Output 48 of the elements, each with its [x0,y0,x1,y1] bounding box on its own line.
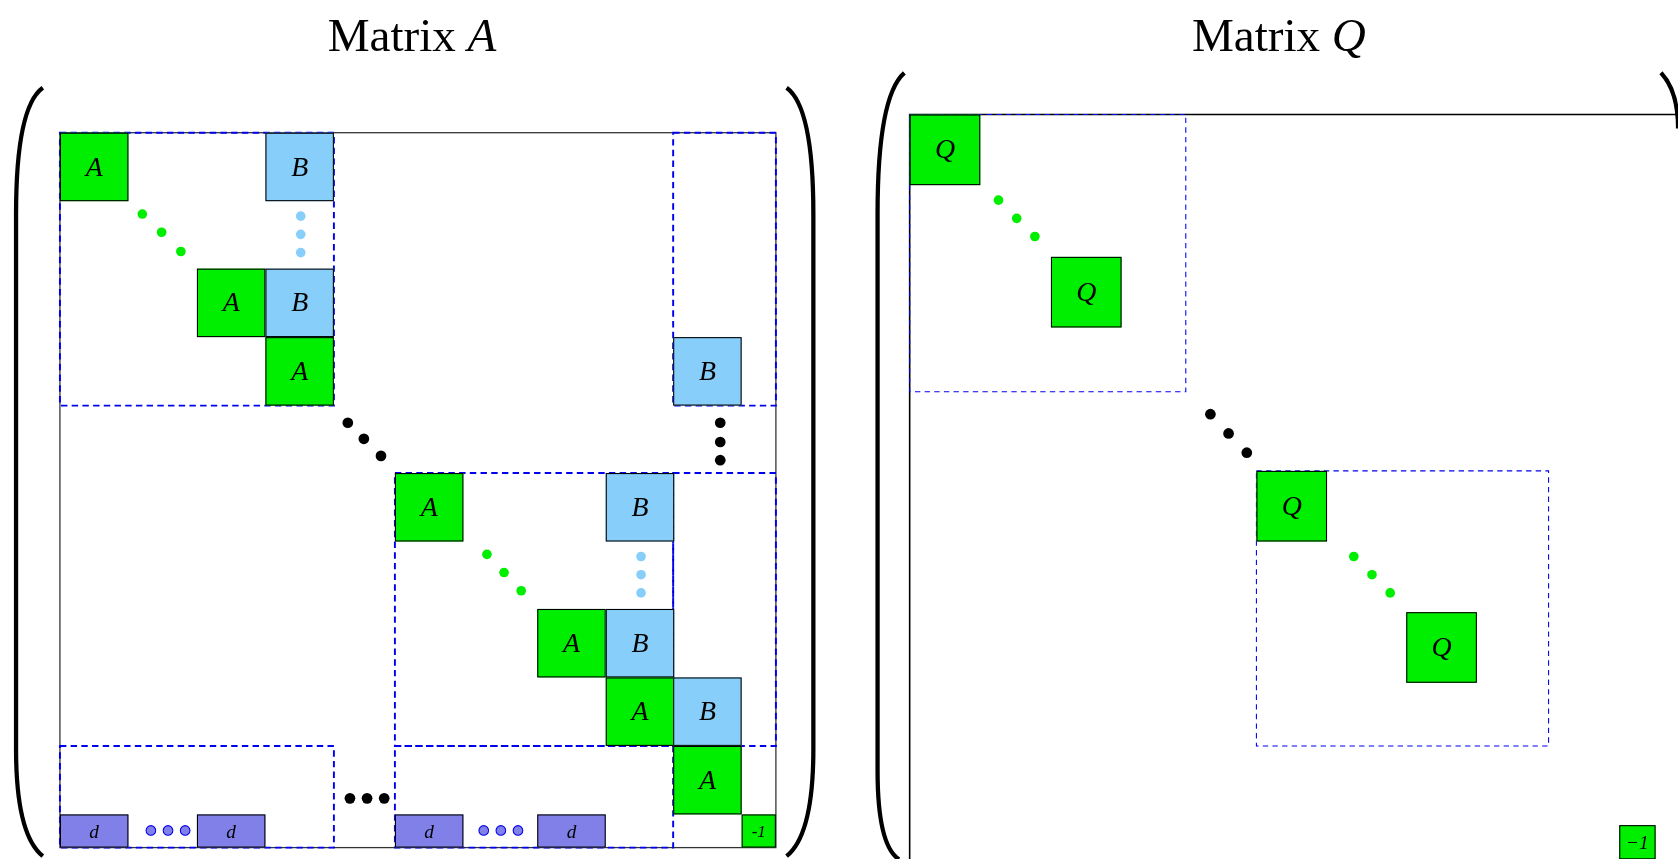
matrix-block [196,268,266,338]
matrix-title: Matrix Q [1191,8,1366,64]
block-symbol: Q [934,135,956,164]
matrix-block [265,268,334,338]
matrix-block [605,473,675,542]
matrix-block [59,814,129,848]
block-symbol: Q [1076,278,1097,307]
block-symbol: B [291,288,309,317]
matrix-block [394,814,464,848]
matrix-block [1619,825,1656,859]
matrix-block [394,473,464,542]
matrix-block [673,745,742,815]
matrix-block [1256,470,1328,542]
block-symbol: d [89,821,99,841]
matrix-block [1050,256,1122,328]
matrix-block [537,814,606,848]
block-symbol: A [85,153,103,181]
block-symbol: B [698,357,716,386]
matrix-block [265,132,334,202]
matrix-block [673,677,742,746]
matrix-title: Matrix A [327,8,497,64]
matrix-block [537,608,606,678]
matrix-block [265,337,334,406]
matrix-block [1406,612,1477,683]
block-symbol: B [631,629,649,658]
matrix-block [673,337,742,406]
block-symbol: A [420,493,438,522]
block-symbol: A [698,766,716,795]
block-symbol: B [698,697,716,726]
block-symbol: B [291,153,309,181]
block-symbol: A [222,288,240,317]
block-symbol: A [563,629,580,658]
matrix-block [741,814,776,848]
matrix-block [909,114,981,186]
block-symbol: d [226,821,236,841]
block-symbol: −1 [1626,832,1649,852]
block-symbol: Q [1431,633,1452,662]
matrix-block [605,608,675,678]
block-symbol: -1 [751,822,766,840]
matrix-block [196,814,266,848]
block-symbol: d [566,821,577,841]
matrix-block [605,677,675,746]
block-symbol: d [424,821,434,841]
block-symbol: A [291,357,309,386]
matrix-block [59,132,129,202]
block-symbol: A [631,697,649,726]
block-symbol: B [631,493,649,522]
block-symbol: Q [1281,492,1302,521]
